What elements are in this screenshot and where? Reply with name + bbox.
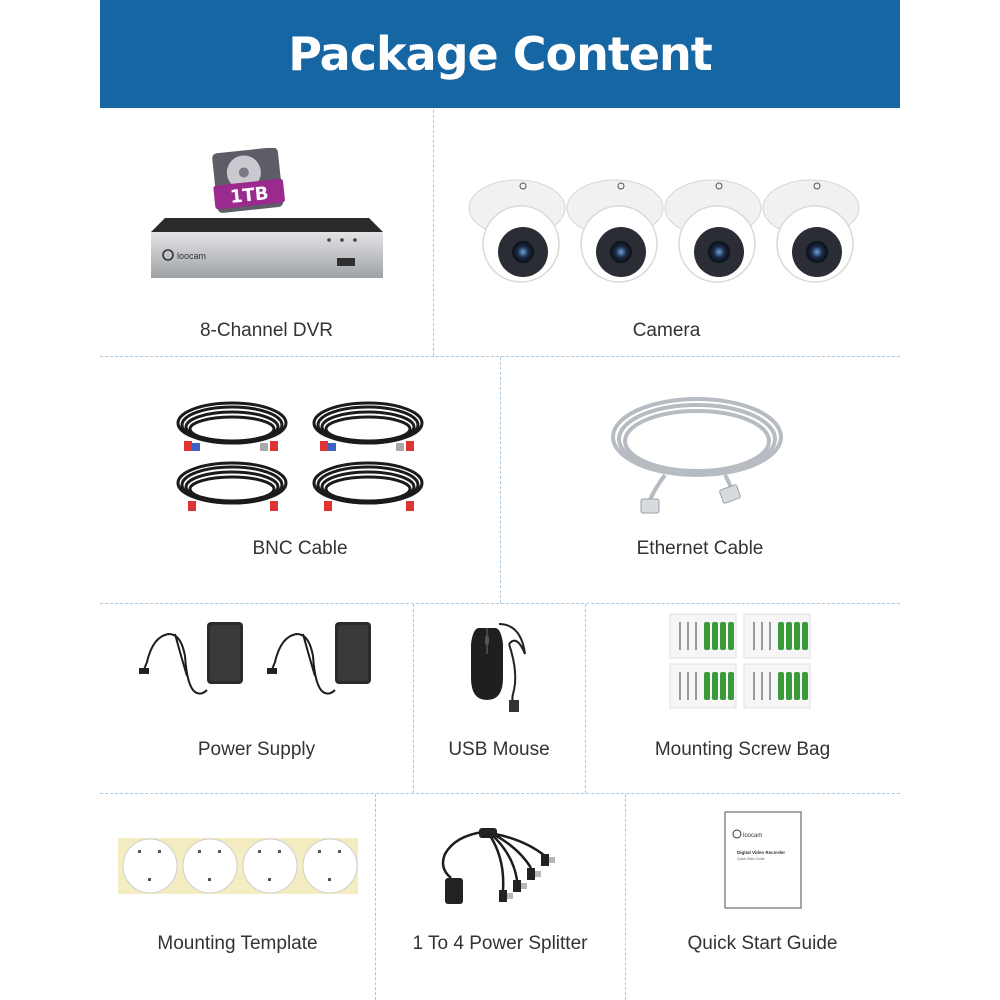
column-divider (433, 110, 434, 356)
item-label: Mounting Template (157, 933, 318, 954)
template-icon (100, 834, 375, 898)
item-ethernet-cable: Ethernet Cable (500, 357, 900, 603)
power-adapter-icon (100, 616, 413, 706)
column-divider (500, 357, 501, 603)
item-label: 1 To 4 Power Splitter (412, 933, 588, 954)
item-label: Ethernet Cable (636, 538, 764, 559)
item-label: Power Supply (197, 739, 316, 760)
item-label: USB Mouse (448, 739, 550, 760)
column-divider (413, 604, 414, 793)
item-quick-start-guide: loocam Digital Video Recorder Quick Star… (625, 794, 900, 1000)
row-divider (100, 356, 900, 357)
row-divider (100, 793, 900, 794)
column-divider (585, 604, 586, 793)
item-bnc-cable: BNC Cable (100, 357, 500, 603)
guide-icon: loocam Digital Video Recorder Quick Star… (625, 810, 900, 910)
guide-brand-logo: loocam (743, 833, 762, 839)
item-label: Mounting Screw Bag (654, 739, 831, 760)
bnc-cable-icon (100, 393, 500, 523)
item-power-splitter: 1 To 4 Power Splitter (375, 794, 625, 1000)
item-label: Camera (632, 320, 701, 341)
page-header: Package Content (100, 0, 900, 108)
mouse-icon (413, 614, 585, 714)
ethernet-cable-icon (500, 391, 900, 521)
splitter-icon (375, 828, 625, 918)
item-mounting-template: Mounting Template (100, 794, 375, 1000)
page-title: Package Content (288, 27, 713, 81)
column-divider (625, 794, 626, 1000)
item-power-supply: Power Supply (100, 604, 413, 793)
dome-camera-icon (433, 178, 900, 288)
item-label: Quick Start Guide (687, 933, 838, 954)
guide-title: Digital Video Recorder (737, 850, 785, 855)
column-divider (375, 794, 376, 1000)
row-divider (100, 603, 900, 604)
item-usb-mouse: USB Mouse (413, 604, 585, 793)
hdd-capacity-badge: 1TB (229, 183, 270, 208)
item-label: 8-Channel DVR (199, 320, 334, 341)
item-screw-bag: Mounting Screw Bag (585, 604, 900, 793)
dvr-brand-logo: loocam (177, 251, 206, 261)
screw-bag-icon (585, 612, 900, 712)
dvr-icon: 1TB loocam (100, 148, 433, 288)
item-dvr: 1TB loocam 8-Channel DVR (100, 110, 433, 356)
guide-subtitle: Quick Start Guide (737, 857, 765, 861)
item-camera: Camera (433, 110, 900, 356)
item-label: BNC Cable (252, 538, 348, 559)
